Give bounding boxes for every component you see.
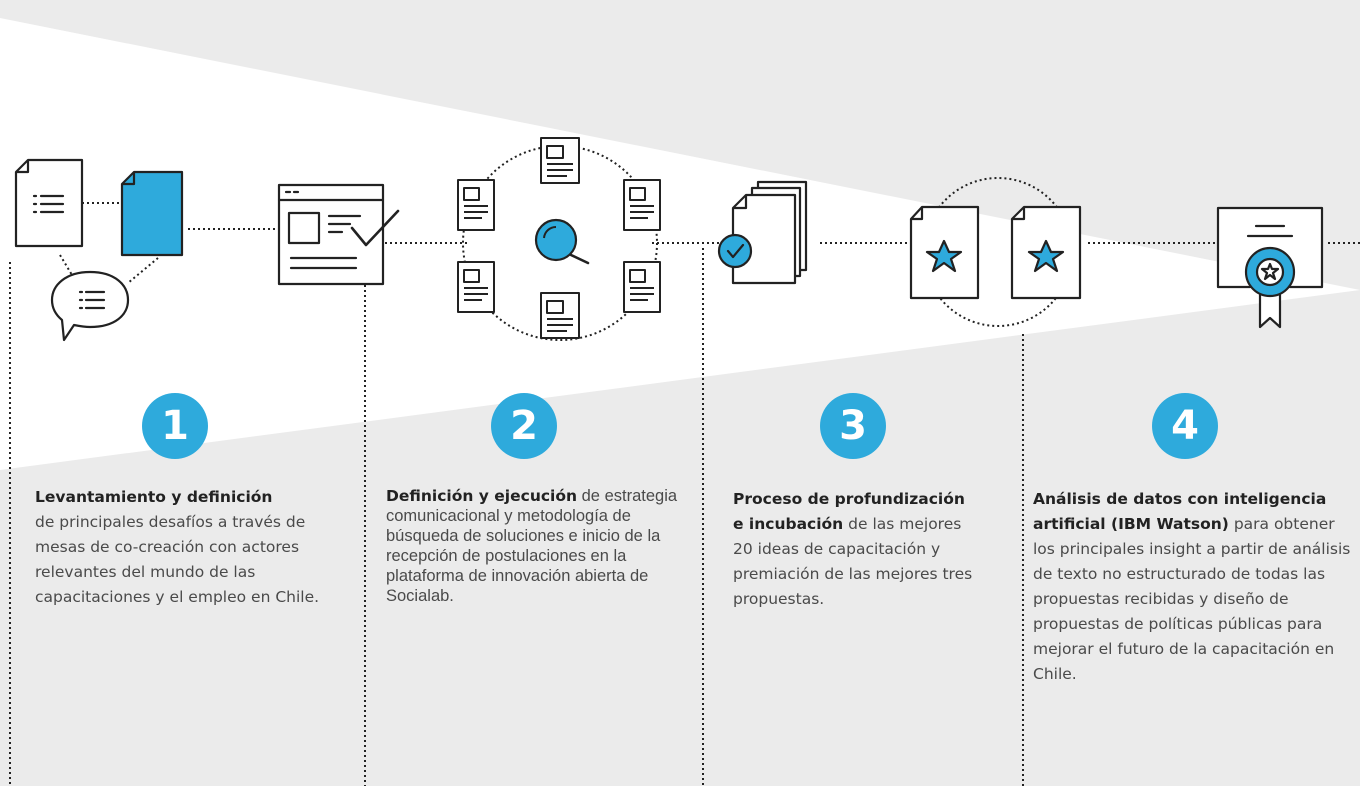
- step-text-3: de las mejores 20 ideas de capacitación …: [733, 515, 973, 608]
- step-description-1: Levantamiento y definición de principale…: [35, 485, 355, 610]
- step-number-2: 2: [491, 393, 557, 459]
- blue-document-icon: [120, 170, 184, 257]
- approved-documents-icon: [717, 180, 808, 285]
- step-title-4: Análisis de datos con inteligencia artif…: [1033, 490, 1327, 533]
- step-text-1: de principales desafíos a través de mesa…: [35, 513, 320, 606]
- white-wedge-background: [0, 18, 1360, 470]
- step-text-2: de estrategia comunicacional y metodolog…: [386, 487, 678, 605]
- step-number-1: 1: [142, 393, 208, 459]
- step-title-1: Levantamiento y definición: [35, 488, 273, 506]
- step-text-4: para obtener los principales insight a p…: [1033, 515, 1351, 683]
- step-title-3: Proceso de profundización e incubación: [733, 490, 965, 533]
- star-document-icon: [909, 177, 1082, 327]
- step-description-3: Proceso de profundización e incubación d…: [733, 487, 973, 612]
- step-title-2: Definición y ejecución: [386, 487, 578, 505]
- search-documents-cycle-icon: [457, 137, 661, 341]
- vertical-dotted-lines: [9, 248, 1024, 786]
- award-certificate-icon: [1216, 206, 1324, 329]
- step-description-2: Definición y ejecución de estrategia com…: [386, 486, 686, 606]
- step-description-4: Análisis de datos con inteligencia artif…: [1033, 487, 1355, 687]
- web-form-check-icon: [277, 183, 400, 286]
- chat-bubble-icon: [50, 270, 130, 342]
- list-document-icon: [14, 158, 84, 248]
- step-number-3: 3: [820, 393, 886, 459]
- step-number-4: 4: [1152, 393, 1218, 459]
